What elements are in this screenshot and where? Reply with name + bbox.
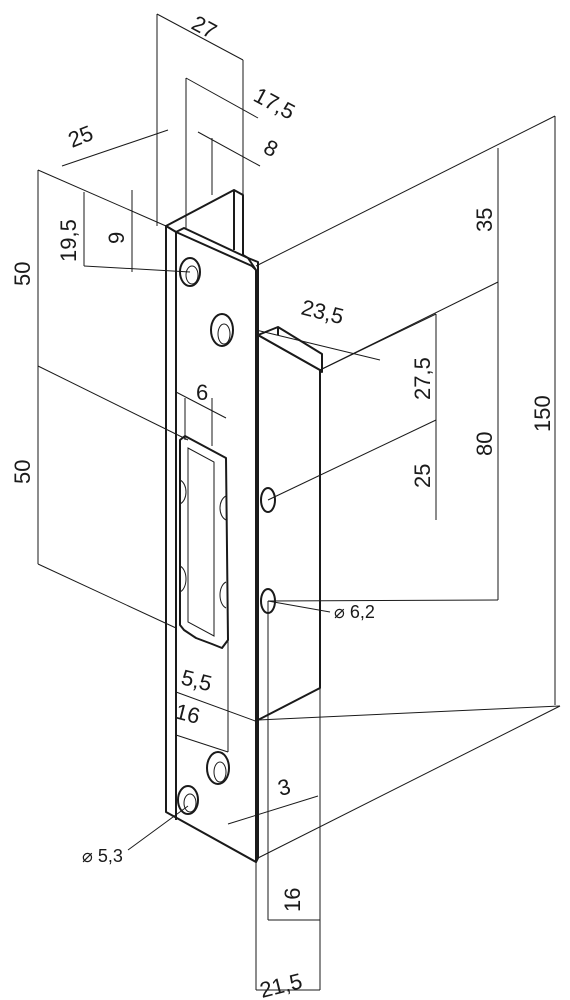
dim-8: 8 (260, 134, 283, 162)
screw-hole-upper-1 (179, 257, 201, 287)
dim-25-mid: 25 (410, 464, 435, 488)
strike-body-front (257, 326, 323, 373)
dim-35: 35 (472, 208, 497, 232)
dimension-lines (37, 13, 561, 991)
dim-9: 9 (104, 232, 129, 244)
dim-50-upper: 50 (10, 262, 35, 286)
strike-body-side (257, 334, 321, 721)
dim-6: 6 (196, 380, 208, 405)
screw-hole-lower-1 (206, 751, 230, 785)
mounting-hole-1 (260, 487, 276, 513)
dim-16-left: 16 (173, 699, 203, 729)
screw-hole-lower-2 (177, 785, 199, 815)
dim-19-5: 19,5 (56, 219, 81, 262)
latch-slot (179, 435, 229, 649)
dim-21-5: 21,5 (257, 968, 305, 1000)
dim-3: 3 (275, 774, 293, 801)
top-flange (165, 189, 249, 259)
dim-25-top: 25 (65, 120, 97, 152)
strike-plate (165, 189, 323, 863)
screw-hole-upper-2 (210, 313, 234, 347)
dim-27: 27 (188, 10, 221, 44)
dim-diameter-5-3: ⌀ 5,3 (82, 846, 123, 866)
dim-50-lower: 50 (10, 460, 35, 484)
dim-150: 150 (530, 395, 555, 432)
dim-23-5: 23,5 (299, 295, 347, 330)
dim-diameter-6-2: ⌀ 6,2 (334, 602, 375, 622)
dim-80: 80 (472, 432, 497, 456)
plate-edge (247, 257, 259, 863)
dim-27-5: 27,5 (410, 357, 435, 400)
dim-17-5: 17,5 (250, 82, 300, 124)
dim-16-bottom: 16 (280, 888, 305, 912)
